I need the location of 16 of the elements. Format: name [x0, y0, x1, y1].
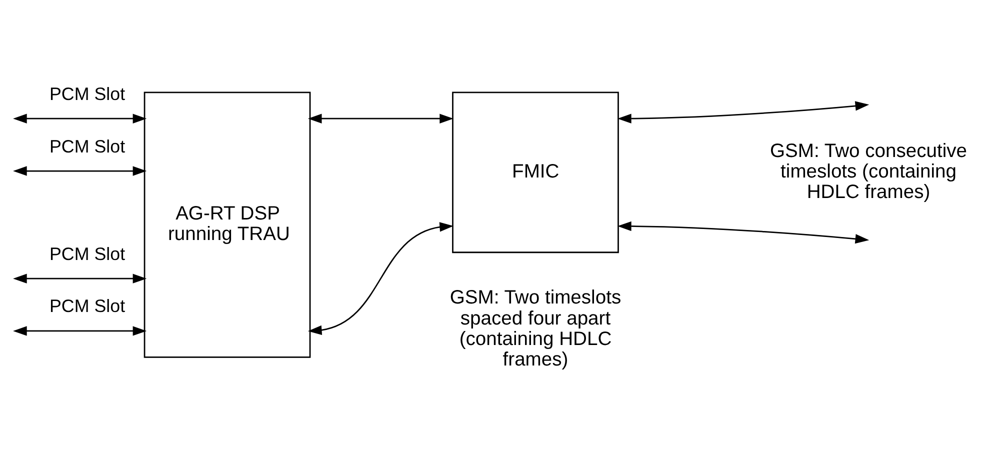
- edge-label: PCM Slot: [49, 136, 126, 156]
- edge-label: PCM Slot: [49, 296, 126, 316]
- label: GSM: Two consecutive timeslots (containing HDLC frames): [770, 140, 968, 203]
- arrow: [308, 113, 454, 123]
- edge-label: PCM Slot: [49, 83, 126, 104]
- arrow: [13, 113, 147, 123]
- arrow: [618, 220, 870, 244]
- arrow: [13, 326, 147, 336]
- label: GSM: Two timeslots spaced four apart (containing HDLC frames): [450, 287, 622, 370]
- arrow: [308, 222, 454, 334]
- arrow: [13, 273, 147, 283]
- edge-label: PCM Slot: [49, 243, 126, 264]
- node-box: AG-RT DSP running TRAU: [144, 91, 311, 358]
- arrow: [13, 166, 147, 176]
- arrow: [618, 100, 870, 123]
- node-box: FMIC: [452, 91, 619, 253]
